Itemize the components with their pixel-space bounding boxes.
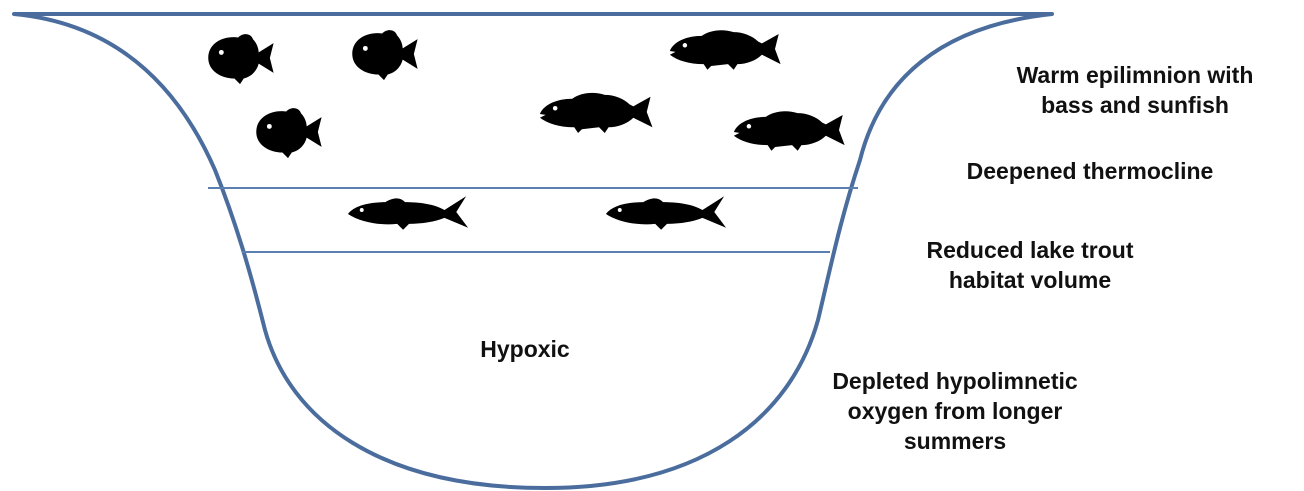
oxygen-label-line-3: summers	[903, 428, 1007, 454]
epilimnion-label: Warm epilimnion with bass and sunfish	[985, 60, 1285, 120]
sunfish-icon	[256, 108, 322, 159]
oxygen-label-line-2: oxygen from longer	[847, 398, 1063, 424]
thermocline-label: Deepened thermocline	[935, 156, 1245, 186]
lake-trout-icon	[347, 196, 469, 230]
lake-basin-outline	[12, 12, 1054, 490]
sunfish-icon	[352, 30, 418, 81]
lake-trout-icon	[605, 196, 727, 230]
trout-habitat-label-line-2: habitat volume	[948, 267, 1112, 293]
sunfish-icon	[208, 34, 274, 85]
oxygen-label-line-1: Depleted hypolimnetic	[832, 368, 1078, 394]
hypoxic-label: Hypoxic	[470, 334, 580, 364]
bass-icon	[669, 30, 781, 70]
hypoxic-label-line-1: Hypoxic	[480, 336, 570, 362]
epilimnion-label-line-1: Warm epilimnion with	[1016, 62, 1254, 88]
bass-icon	[733, 111, 845, 151]
thermocline-label-line-1: Deepened thermocline	[966, 158, 1214, 184]
trout-habitat-label: Reduced lake trout habitat volume	[895, 235, 1165, 295]
epilimnion-label-line-2: bass and sunfish	[1041, 92, 1229, 118]
trout-habitat-label-line-1: Reduced lake trout	[926, 237, 1134, 263]
bass-icon	[539, 92, 653, 134]
oxygen-depletion-label: Depleted hypolimnetic oxygen from longer…	[800, 366, 1110, 456]
